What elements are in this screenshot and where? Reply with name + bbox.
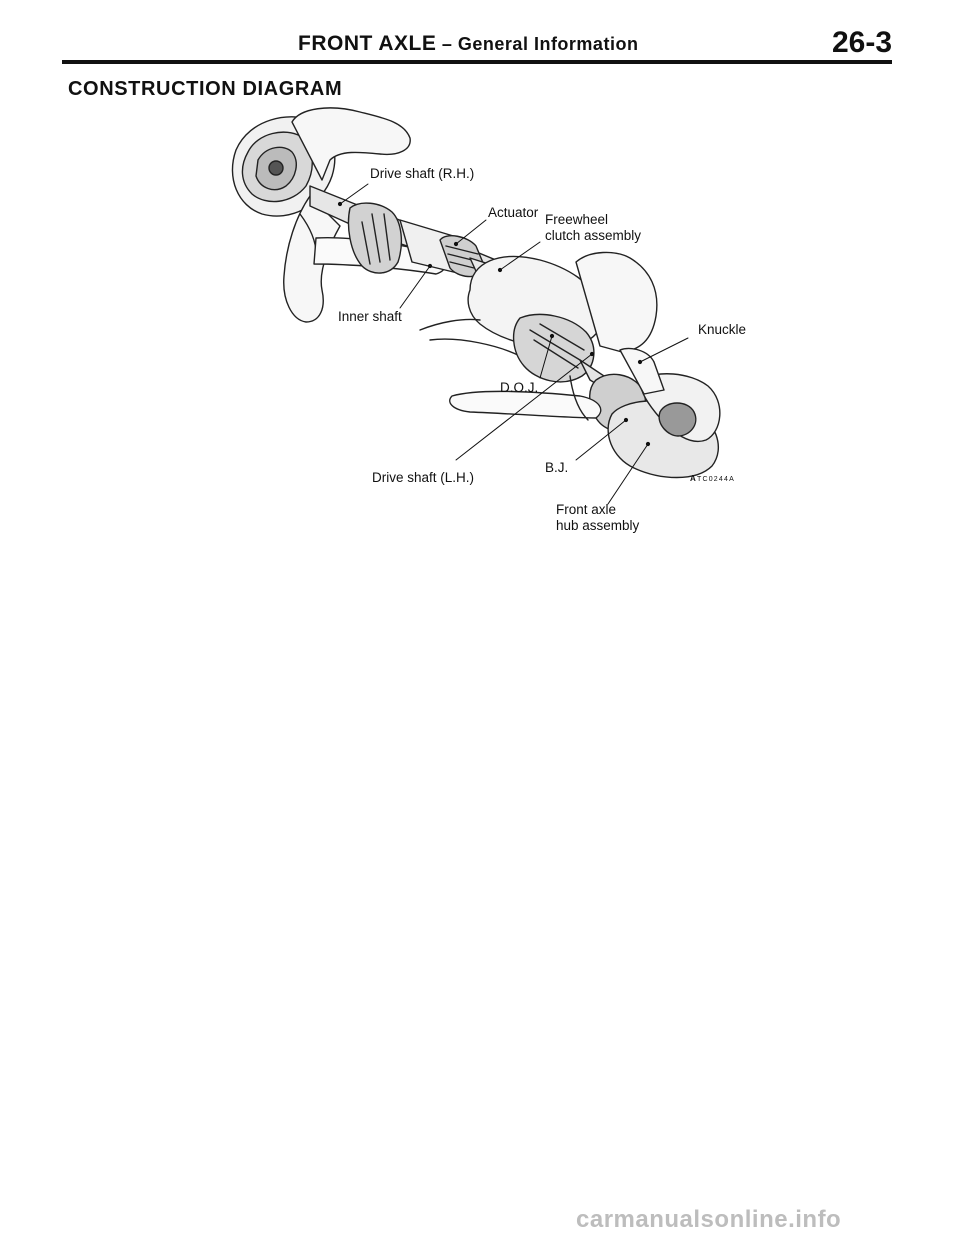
label-front-axle-hub: Front axle hub assembly [556, 502, 639, 534]
header-dash: – [436, 34, 458, 54]
label-knuckle: Knuckle [698, 322, 747, 337]
label-freewheel-clutch: Freewheel clutch assembly [545, 212, 641, 244]
section-title: CONSTRUCTION DIAGRAM [68, 78, 343, 100]
axle-illustration [231, 107, 721, 505]
rh-hub-drawing [231, 107, 446, 323]
page-header: FRONT AXLE – General Information 26-3 [62, 26, 892, 66]
lh-hub-drawing [449, 251, 721, 479]
page-number: 26-3 [831, 26, 892, 59]
leader-lines [337, 183, 689, 505]
figure-code-text: TC0244A [696, 476, 735, 483]
label-actuator: Actuator [488, 205, 539, 220]
header-chapter: FRONT AXLE [298, 32, 437, 55]
header-rule [62, 60, 892, 64]
watermark: carmanualsonline.info [576, 1206, 842, 1233]
label-freewheel-line2: clutch assembly [545, 228, 642, 243]
label-front-axle-line2: hub assembly [556, 518, 640, 533]
label-inner-shaft: Inner shaft [338, 309, 402, 324]
figure-code-prefix: A [690, 474, 697, 483]
label-drive-shaft-lh: Drive shaft (L.H.) [372, 470, 475, 485]
label-bj: B.J. [545, 460, 569, 475]
label-doj: D.O.J. [500, 380, 539, 395]
header-title: FRONT AXLE – General Information [298, 32, 638, 56]
label-front-axle-line1: Front axle [556, 502, 617, 517]
header-subtitle: General Information [457, 34, 639, 54]
figure-code: ATC0244A [690, 474, 735, 483]
label-freewheel-line1: Freewheel [545, 212, 609, 227]
construction-diagram: Drive shaft (R.H.) Actuator Freewheel cl… [0, 0, 960, 600]
label-drive-shaft-rh: Drive shaft (R.H.) [370, 166, 475, 181]
